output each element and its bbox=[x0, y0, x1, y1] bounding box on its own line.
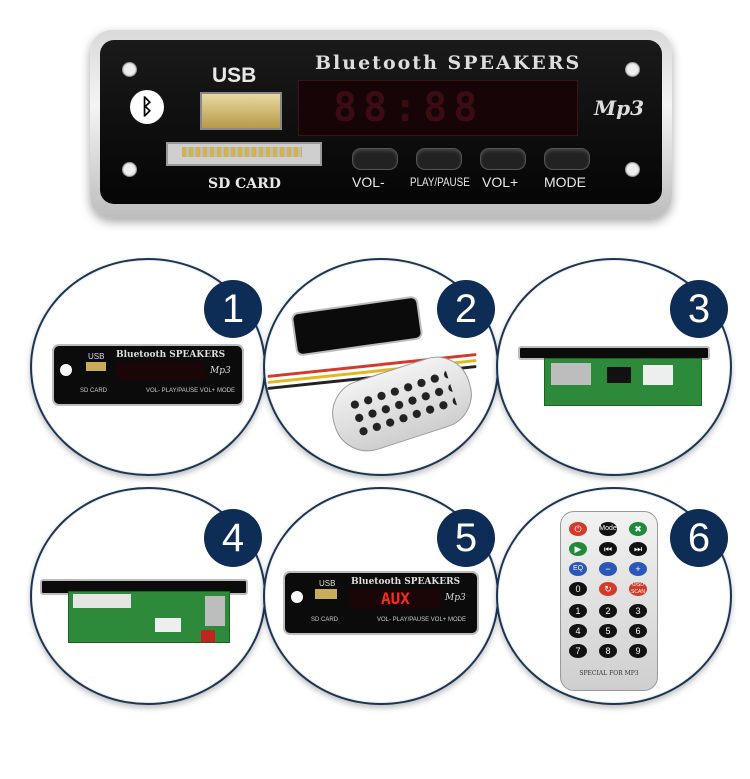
sd-card-label: SD CARD bbox=[208, 176, 281, 192]
screw-hole bbox=[122, 162, 137, 177]
vol-up-label: VOL+ bbox=[482, 174, 519, 190]
screw-hole bbox=[122, 62, 137, 77]
usd-scan-key: U/SD SCAN bbox=[629, 582, 647, 596]
brand-title: Bluetooth SPEAKERS bbox=[315, 52, 582, 74]
module-powered-image: Bluetooth SPEAKERS USB AUX SD CARD VOL- … bbox=[283, 571, 479, 635]
aux-display: AUX bbox=[381, 589, 410, 608]
vol-down-button[interactable] bbox=[352, 148, 398, 170]
mode-label: MODE bbox=[544, 174, 586, 190]
circuit-board-image bbox=[544, 358, 702, 406]
panel-number-badge: 3 bbox=[670, 280, 728, 338]
key-0: 0 bbox=[569, 582, 587, 596]
sd-card-slot bbox=[166, 142, 322, 166]
remote-control-image: ⏻ Mode ✖ ▶ ⏮ ⏭ EQ − + 0 ↻ U/SD SCAN 1 2 … bbox=[560, 511, 658, 691]
vol-down-label: VOL- bbox=[352, 174, 385, 190]
remote-control-image bbox=[323, 347, 481, 461]
vol-up-key: + bbox=[629, 562, 647, 576]
key-2: 2 bbox=[599, 604, 617, 618]
prev-key: ⏮ bbox=[599, 542, 617, 556]
module-tilted-image bbox=[290, 295, 424, 357]
screw-hole bbox=[625, 62, 640, 77]
key-9: 9 bbox=[629, 644, 647, 658]
bluetooth-icon: ᛒ bbox=[130, 90, 164, 124]
key-6: 6 bbox=[629, 624, 647, 638]
next-key: ⏭ bbox=[629, 542, 647, 556]
mode-button[interactable] bbox=[544, 148, 590, 170]
circuit-board-image bbox=[68, 591, 230, 643]
panel-number-badge: 5 bbox=[437, 509, 495, 567]
repeat-key: ↻ bbox=[599, 582, 617, 596]
mp3-module-panel: ᛒ USB SD CARD Bluetooth SPEAKERS 88:88 M… bbox=[90, 30, 672, 218]
power-key: ⏻ bbox=[569, 522, 587, 536]
vol-up-button[interactable] bbox=[480, 148, 526, 170]
eq-key: EQ bbox=[569, 562, 587, 576]
mode-key: Mode bbox=[599, 522, 617, 536]
remote-footer-text: SPECIAL FOR MP3 bbox=[579, 670, 639, 677]
key-3: 3 bbox=[629, 604, 647, 618]
panel-face: ᛒ USB SD CARD Bluetooth SPEAKERS 88:88 M… bbox=[100, 40, 662, 204]
key-5: 5 bbox=[599, 624, 617, 638]
key-8: 8 bbox=[599, 644, 617, 658]
mute-key: ✖ bbox=[629, 522, 647, 536]
key-1: 1 bbox=[569, 604, 587, 618]
panel-number-badge: 1 bbox=[204, 280, 262, 338]
usb-label: USB bbox=[212, 64, 257, 87]
panel-number-badge: 2 bbox=[437, 280, 495, 338]
panel-number-badge: 4 bbox=[204, 509, 262, 567]
screw-hole bbox=[625, 162, 640, 177]
mp3-label: Mp3 bbox=[594, 96, 645, 120]
play-pause-key: ▶ bbox=[569, 542, 587, 556]
led-display: 88:88 bbox=[298, 80, 578, 136]
module-front-image: Bluetooth SPEAKERS USB SD CARD VOL- PLAY… bbox=[52, 344, 244, 406]
panel-number-badge: 6 bbox=[670, 509, 728, 567]
key-4: 4 bbox=[569, 624, 587, 638]
play-pause-button[interactable] bbox=[416, 148, 462, 170]
key-7: 7 bbox=[569, 644, 587, 658]
play-pause-label: PLAY/PAUSE bbox=[410, 175, 470, 189]
usb-port bbox=[200, 92, 282, 130]
vol-down-key: − bbox=[599, 562, 617, 576]
